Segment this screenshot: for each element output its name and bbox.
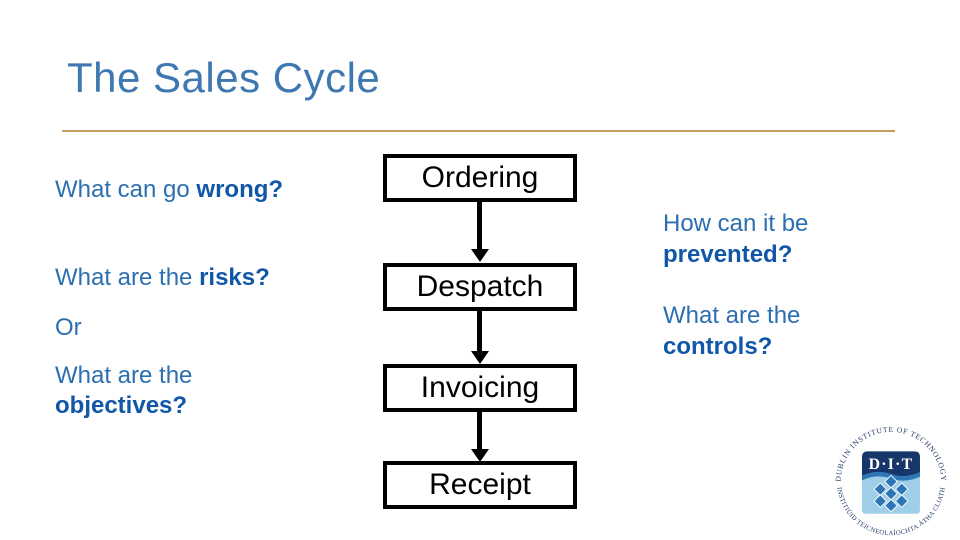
flow-box-ordering: Ordering xyxy=(383,154,577,202)
flow-box-receipt: Receipt xyxy=(383,461,577,509)
or-text: Or xyxy=(55,314,82,341)
question-prevented-emphasis: prevented? xyxy=(663,241,793,268)
flow-box-despatch: Despatch xyxy=(383,263,577,311)
question-risks-emphasis: risks? xyxy=(199,264,270,291)
logo-crystal-emblem xyxy=(873,474,909,513)
arrow-down-icon xyxy=(471,249,489,262)
question-objectives-emphasis: objectives? xyxy=(55,392,188,419)
question-prevented: How can it be prevented? xyxy=(663,208,808,270)
arrow-down-icon xyxy=(477,202,482,249)
question-wrong-emphasis: wrong? xyxy=(196,176,284,203)
flow-box-invoicing: Invoicing xyxy=(383,364,577,412)
question-wrong-text: What can go xyxy=(55,176,197,203)
logo-shield: D·I·T xyxy=(862,451,920,514)
question-objectives: What are the objectives? xyxy=(55,361,192,421)
question-prevented-text: How can it be xyxy=(663,210,809,237)
arrow-down-icon xyxy=(471,351,489,364)
question-controls-emphasis: controls? xyxy=(663,333,773,360)
page-title: The Sales Cycle xyxy=(67,54,381,101)
question-controls-text: What are the xyxy=(663,302,801,329)
arrow-down-icon xyxy=(471,449,489,462)
question-objectives-text: What are the xyxy=(55,362,193,389)
arrow-down-icon xyxy=(477,412,482,449)
title-divider xyxy=(62,130,895,132)
dit-logo: DUBLIN INSTITUTE OF TECHNOLOGY INSTITIÚI… xyxy=(828,418,954,540)
dit-logo-seal: DUBLIN INSTITUTE OF TECHNOLOGY INSTITIÚI… xyxy=(834,425,948,537)
logo-dit-text: D·I·T xyxy=(869,456,914,473)
question-risks: What are the risks? xyxy=(55,263,270,293)
question-risks-text: What are the xyxy=(55,264,200,291)
question-controls: What are the controls? xyxy=(663,300,800,362)
arrow-down-icon xyxy=(477,311,482,351)
question-wrong: What can go wrong? xyxy=(55,175,283,205)
